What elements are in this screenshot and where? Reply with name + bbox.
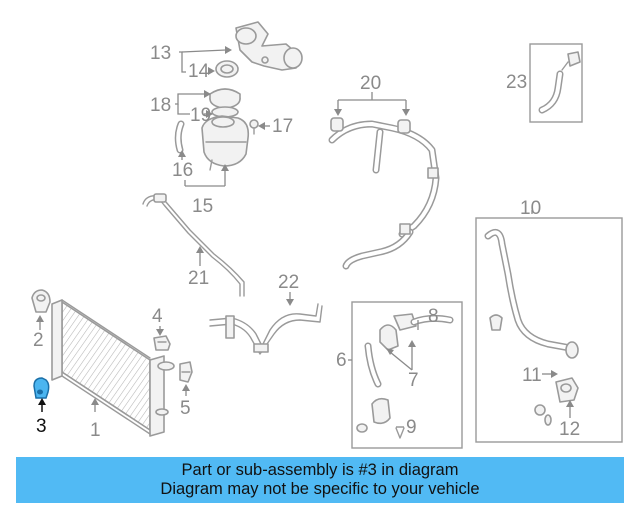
callout-3: 3 bbox=[36, 416, 47, 437]
callout-14: 14 bbox=[188, 61, 210, 82]
callout-22: 22 bbox=[278, 272, 299, 293]
callout-20: 20 bbox=[360, 73, 381, 94]
tank-bracket-hose bbox=[174, 120, 185, 154]
callout-11: 11 bbox=[522, 365, 542, 386]
leader-16-15 bbox=[178, 150, 229, 187]
callout-5: 5 bbox=[180, 398, 191, 419]
bolt-17 bbox=[249, 119, 270, 135]
callout-8: 8 bbox=[428, 306, 439, 327]
reservoir-cap bbox=[209, 88, 241, 109]
banner-line-part: Part or sub-assembly is #3 in diagram bbox=[181, 461, 459, 479]
callout-1: 1 bbox=[90, 420, 101, 441]
callout-9: 9 bbox=[406, 417, 417, 438]
callout-15: 15 bbox=[192, 196, 213, 217]
callout-19: 19 bbox=[190, 105, 211, 126]
callout-23: 23 bbox=[506, 72, 527, 93]
callout-12: 12 bbox=[559, 419, 580, 440]
leader-13 bbox=[179, 46, 232, 75]
bleeder-pipe bbox=[142, 193, 245, 297]
radiator-mount-2 bbox=[31, 289, 51, 330]
callout-21: 21 bbox=[188, 268, 209, 289]
leader-20 bbox=[334, 92, 410, 116]
drain-plug-4 bbox=[153, 326, 171, 351]
coolant-hose-23 bbox=[529, 43, 583, 123]
banner-line-disclaimer: Diagram may not be specific to your vehi… bbox=[160, 480, 480, 498]
heater-pipe bbox=[209, 292, 323, 355]
callout-4: 4 bbox=[152, 306, 163, 327]
radiator bbox=[51, 299, 175, 437]
callout-18: 18 bbox=[150, 95, 171, 116]
leader-6-9 bbox=[348, 320, 419, 428]
callout-10: 10 bbox=[520, 198, 541, 219]
info-banner: Part or sub-assembly is #3 in diagram Di… bbox=[16, 457, 624, 503]
leader-18 bbox=[175, 90, 213, 118]
lower-hose-group bbox=[351, 301, 463, 449]
expansion-tank bbox=[201, 115, 250, 171]
cap-o-ring bbox=[211, 106, 239, 118]
callout-2: 2 bbox=[33, 330, 44, 351]
clip-5 bbox=[179, 361, 193, 396]
callout-7: 7 bbox=[408, 370, 419, 391]
thermostat-gasket bbox=[215, 60, 239, 78]
thermostat-housing bbox=[235, 21, 303, 71]
radiator-bracket-3 bbox=[33, 377, 50, 412]
callout-13: 13 bbox=[150, 43, 171, 64]
callout-17: 17 bbox=[272, 116, 293, 137]
parts-diagram: 1 2 3 4 5 6 7 8 9 10 11 12 13 14 15 16 1… bbox=[31, 21, 623, 449]
upper-hose-assembly bbox=[328, 117, 440, 270]
callout-6: 6 bbox=[336, 350, 347, 371]
coolant-return-hose-group bbox=[475, 210, 623, 443]
callout-16: 16 bbox=[172, 160, 193, 181]
